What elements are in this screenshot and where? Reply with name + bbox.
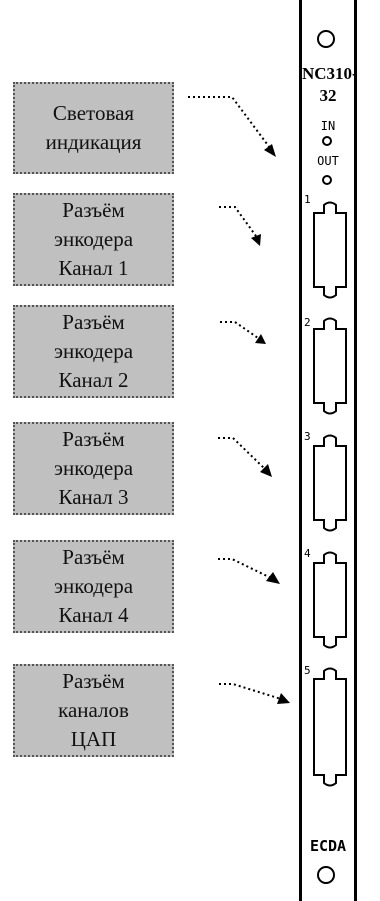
d-sub-connector-icon	[313, 317, 347, 415]
callout-line: Канал 3	[58, 485, 129, 509]
arrowhead	[266, 572, 280, 584]
model-line-2: 32	[319, 86, 337, 105]
led-in-icon	[322, 136, 332, 146]
callout-line: энкодера	[53, 456, 134, 480]
callout-line: Разъём	[62, 669, 125, 693]
d-sub-connector-icon	[313, 551, 347, 649]
arrow-to-connector-1	[219, 206, 257, 237]
rack-panel: NC310- 32 IN OUT 1 2 3 4 5 ECDA	[299, 0, 358, 901]
arrowhead	[255, 334, 266, 344]
model-label: NC310- 32	[302, 63, 358, 107]
callout-encoder-channel-2: Разъём энкодера Канал 2	[13, 305, 174, 398]
led-in-label: IN	[320, 119, 336, 133]
connector-number: 3	[304, 430, 311, 443]
callout-line: Разъём	[62, 427, 125, 451]
callout-dac-channels: Разъём каналов ЦАП	[13, 664, 174, 757]
mounting-hole-top	[317, 30, 335, 48]
d-sub-connector-icon	[313, 201, 347, 299]
arrowhead	[251, 234, 261, 246]
callout-light-indication: Световая индикация	[13, 82, 174, 174]
arrow-to-connector-4	[218, 558, 272, 579]
callout-line: Канал 4	[58, 603, 129, 627]
callout-line: энкодера	[53, 574, 134, 598]
arrowhead	[260, 464, 272, 477]
callout-encoder-channel-4: Разъём энкодера Канал 4	[13, 540, 174, 633]
callout-line: Канал 1	[58, 256, 129, 280]
arrow-to-connector-5	[219, 683, 282, 700]
arrow-to-connector-3	[218, 437, 266, 470]
callout-line: Разъём	[62, 198, 125, 222]
callout-line: энкодера	[53, 227, 134, 251]
d-sub-connector-icon	[313, 667, 347, 787]
callout-line: индикация	[45, 130, 142, 154]
callout-line: каналов	[58, 698, 129, 722]
brand-label: ECDA	[309, 837, 347, 855]
connector-number: 1	[304, 193, 311, 206]
led-out-icon	[322, 175, 332, 185]
connector-number: 2	[304, 316, 311, 329]
model-line-1: NC310-	[302, 64, 358, 83]
connector-number: 5	[304, 664, 311, 677]
callout-encoder-channel-1: Разъём энкодера Канал 1	[13, 193, 174, 286]
callout-encoder-channel-3: Разъём энкодера Канал 3	[13, 422, 174, 515]
arrow-to-leds	[188, 96, 271, 149]
callout-line: Разъём	[62, 310, 125, 334]
pointer-arrows	[188, 96, 290, 704]
arrowhead	[277, 693, 290, 704]
d-sub-connector-icon	[313, 434, 347, 532]
mounting-hole-bottom	[317, 866, 335, 884]
callout-line: Канал 2	[58, 368, 129, 392]
callout-line: Разъём	[62, 545, 125, 569]
led-out-label: OUT	[317, 154, 339, 168]
arrow-to-connector-2	[220, 321, 259, 339]
callout-line: энкодера	[53, 339, 134, 363]
connector-number: 4	[304, 547, 311, 560]
callout-line: Световая	[52, 101, 135, 125]
callout-line: ЦАП	[70, 727, 117, 751]
arrowhead	[264, 144, 276, 157]
